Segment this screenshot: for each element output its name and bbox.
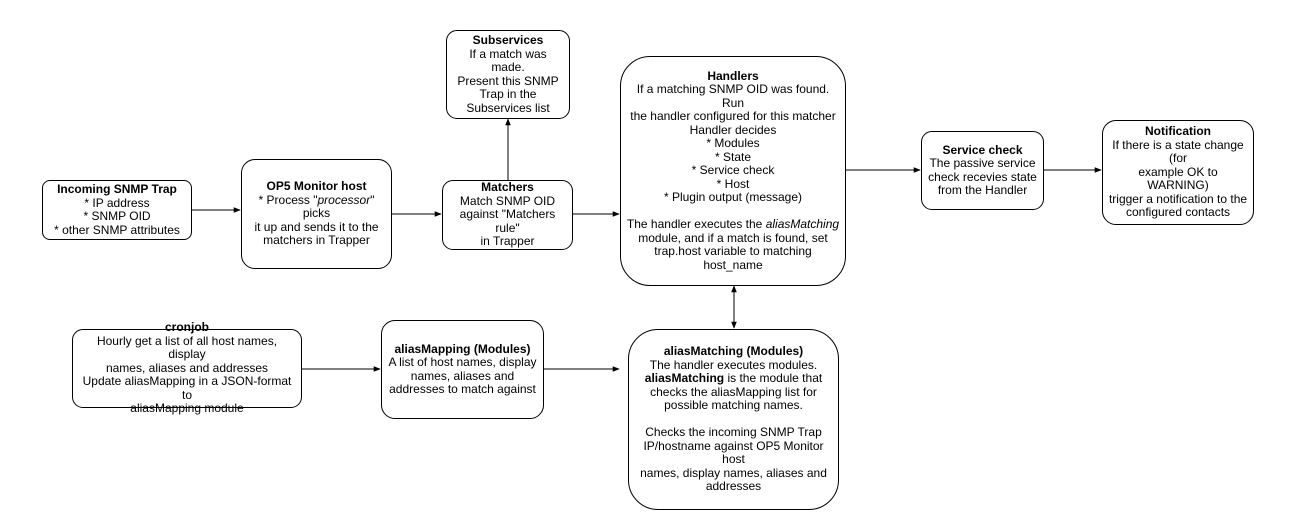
service-check-node: Service check The passive service check …	[921, 131, 1044, 210]
service-check-line: from the Handler	[937, 183, 1028, 197]
service-check-title: Service check	[942, 142, 1023, 157]
cronjob-title: cronjob	[165, 320, 209, 335]
alias-matching-line: possible matching names.	[664, 398, 803, 413]
alias-mapping-line: A list of host names, display	[388, 355, 537, 369]
subservices-line: Subservices list	[466, 100, 550, 115]
matchers-node: Matchers Match SNMP OID against "Matcher…	[442, 180, 573, 250]
alias-matching-line: checks the aliasMapping list for	[650, 384, 817, 399]
handlers-line: If a matching SNMP OID was found. Run	[636, 82, 830, 110]
cronjob-node: cronjob Hourly get a list of all host na…	[72, 321, 302, 415]
op5-line: it up and sends it to the	[254, 219, 379, 234]
notification-line: configured contacts	[1125, 205, 1231, 220]
alias-matching-line: IP/hostname against OP5 Monitor host	[643, 438, 824, 467]
matchers-line: against "Matchers rule"	[459, 207, 556, 235]
handlers-node: Handlers If a matching SNMP OID was foun…	[620, 56, 846, 286]
incoming-line: * other SNMP attributes	[54, 222, 180, 237]
alias-matching-line: The handler executes modules.	[649, 357, 818, 372]
op5-title: OP5 Monitor host	[266, 179, 367, 194]
handlers-title: Handlers	[707, 68, 759, 83]
handlers-line: * Plugin output (message)	[663, 190, 803, 205]
subservices-line: If a match was made.	[469, 46, 547, 74]
op5-line: * Process "processor" picks	[258, 192, 375, 221]
notification-line: trigger a notification to the	[1108, 191, 1248, 206]
subservices-line: Present this SNMP	[457, 73, 559, 88]
subservices-line: Trap in the	[479, 87, 537, 101]
matchers-line: in Trapper	[480, 234, 535, 249]
cronjob-line: Update aliasMapping in a JSON-format to	[82, 374, 292, 402]
op5-monitor-host-node: OP5 Monitor host * Process "processor" p…	[241, 159, 392, 269]
handlers-exec-line: trap.host variable to matching host_name	[654, 244, 812, 272]
alias-matching-line: aliasMatching is the module that	[644, 371, 823, 386]
handlers-exec-line: The handler executes the aliasMatching	[626, 217, 840, 232]
incoming-snmp-trap-title: Incoming SNMP Trap	[57, 182, 177, 196]
incoming-snmp-trap-node: Incoming SNMP Trap * IP address * SNMP O…	[42, 180, 192, 240]
handlers-line: Handler decides	[689, 122, 777, 137]
handlers-line: * State	[714, 149, 752, 164]
service-check-line: The passive service	[929, 156, 1036, 170]
handlers-line: * Modules	[706, 136, 760, 151]
notification-line: example OK to WARNING)	[1138, 164, 1218, 193]
incoming-line: * IP address	[84, 195, 150, 210]
alias-matching-node: aliasMatching (Modules) The handler exec…	[628, 329, 839, 510]
alias-matching-line: addresses	[705, 479, 762, 494]
handlers-line: * Host	[716, 176, 750, 191]
notification-title: Notification	[1145, 124, 1211, 139]
notification-line: If there is a state change (for	[1112, 137, 1244, 166]
notification-node: Notification If there is a state change …	[1102, 120, 1254, 225]
alias-mapping-line: names, aliases and	[410, 368, 515, 383]
incoming-line: * SNMP OID	[83, 209, 151, 223]
handlers-line: * Service check	[691, 163, 775, 178]
matchers-title: Matchers	[481, 180, 534, 195]
cronjob-line: aliasMapping module	[130, 401, 244, 416]
alias-mapping-line: addresses to match against	[389, 382, 536, 396]
service-check-line: check recevies state	[928, 169, 1037, 184]
op5-line: matchers in Trapper	[263, 233, 370, 248]
alias-mapping-node: aliasMapping (Modules) A list of host na…	[381, 320, 544, 419]
alias-matching-line: names, display names, aliases and	[640, 465, 827, 480]
cronjob-line: Hourly get a list of all host names, dis…	[96, 333, 278, 362]
alias-matching-title: aliasMatching (Modules)	[663, 344, 804, 359]
handlers-line: the handler configured for this matcher	[630, 109, 836, 124]
matchers-line: Match SNMP OID	[459, 193, 556, 208]
subservices-node: Subservices If a match was made. Present…	[446, 30, 570, 119]
handlers-exec-line: module, and if a match is found, set	[638, 230, 828, 245]
subservices-title: Subservices	[472, 33, 544, 47]
cronjob-line: names, aliases and addresses	[105, 360, 269, 375]
alias-matching-line: Checks the incoming SNMP Trap	[645, 425, 822, 440]
alias-mapping-title: aliasMapping (Modules)	[394, 341, 531, 356]
